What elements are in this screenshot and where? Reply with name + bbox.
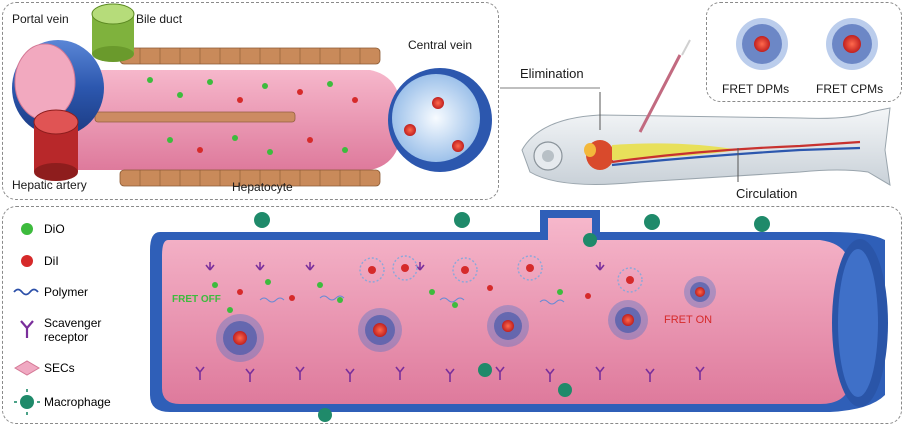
hepatocyte-label: Hepatocyte bbox=[232, 180, 293, 194]
polymer-strands bbox=[259, 295, 565, 305]
legend-label-scavenger: Scavenger receptor bbox=[44, 316, 102, 344]
polymer-wave-icon bbox=[13, 288, 39, 296]
injection-needle bbox=[638, 54, 682, 133]
liver-sinusoid-illustration bbox=[12, 3, 492, 187]
micelles-dissociating bbox=[359, 255, 643, 293]
hepatic-artery-shape bbox=[33, 109, 79, 181]
vessel-panel-frame bbox=[2, 206, 902, 424]
particle-dpm bbox=[736, 18, 788, 70]
fret-on-label: FRET ON bbox=[664, 314, 713, 326]
hepatocyte-rows bbox=[94, 47, 381, 187]
legend-label-macrophage: Macrophage bbox=[44, 395, 111, 409]
elimination-label: Elimination bbox=[520, 66, 584, 81]
fish-gut bbox=[612, 143, 740, 160]
fret-off-label: FRET OFF bbox=[172, 294, 221, 305]
bile-duct-shape bbox=[91, 3, 135, 62]
zebrafish-illustration bbox=[500, 18, 891, 186]
portal-vein-shape bbox=[12, 40, 104, 136]
micelles-intact bbox=[216, 276, 716, 362]
legend-label-dil: DiI bbox=[44, 254, 59, 268]
circulation-label: Circulation bbox=[736, 186, 798, 201]
central-vein-shape bbox=[388, 68, 492, 172]
liver-panel-frame bbox=[2, 2, 499, 200]
vessel-lumen bbox=[162, 218, 850, 404]
particle-dpm-label: FRET DPMs bbox=[722, 82, 790, 96]
particles-callout-frame bbox=[706, 2, 902, 102]
free-dyes bbox=[212, 279, 591, 313]
hepatocyte-cell-lines bbox=[139, 48, 361, 186]
central-vein-label: Central vein bbox=[408, 38, 473, 52]
legend-label-polymer: Polymer bbox=[44, 285, 89, 299]
sec-cell-icon bbox=[14, 360, 40, 376]
macrophages bbox=[254, 212, 770, 422]
scavenger-receptors bbox=[195, 262, 705, 382]
bile-duct-label: Bile duct bbox=[136, 12, 183, 26]
macrophage-icon bbox=[20, 395, 34, 409]
legend-symbols bbox=[13, 223, 40, 415]
sinusoid-particles bbox=[147, 77, 358, 155]
blood-vessel-illustration bbox=[150, 210, 888, 422]
particle-cpm bbox=[826, 18, 878, 70]
portal-vein-label: Portal vein bbox=[12, 12, 69, 26]
particle-cpm-label: FRET CPMs bbox=[816, 82, 884, 96]
hepatic-artery-label: Hepatic artery bbox=[12, 178, 87, 192]
legend-label-dio: DiO bbox=[44, 222, 65, 236]
fish-vasculature bbox=[611, 140, 861, 164]
dil-dot-icon bbox=[21, 255, 33, 267]
dio-dot-icon bbox=[21, 223, 33, 235]
scavenger-receptor-icon bbox=[20, 320, 34, 338]
legend-label-secs: SECs bbox=[44, 361, 75, 375]
